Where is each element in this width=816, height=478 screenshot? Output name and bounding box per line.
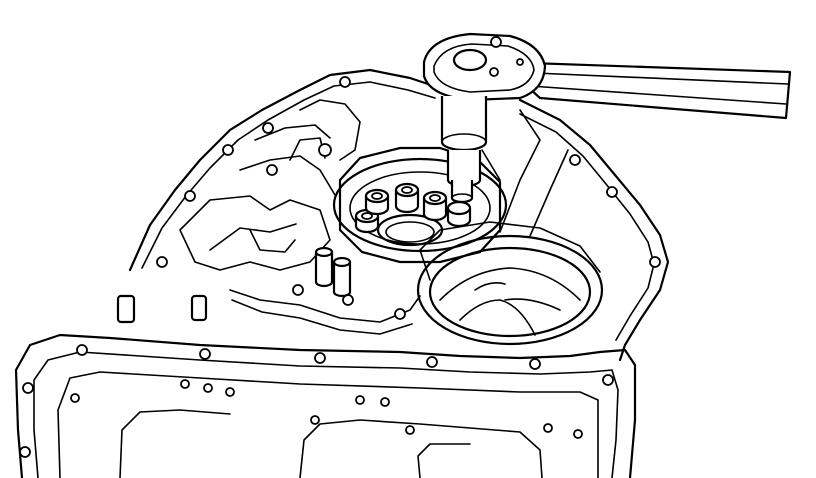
flange-bolt-holes — [19, 76, 661, 458]
locating-pins — [314, 246, 352, 298]
socket-wrench — [422, 32, 792, 204]
converter-bore — [416, 109, 604, 346]
pump-bolts — [354, 182, 472, 234]
case-outer-flange — [128, 68, 670, 362]
oil-pan-housing — [14, 333, 637, 478]
valve-body-channels — [116, 99, 421, 335]
